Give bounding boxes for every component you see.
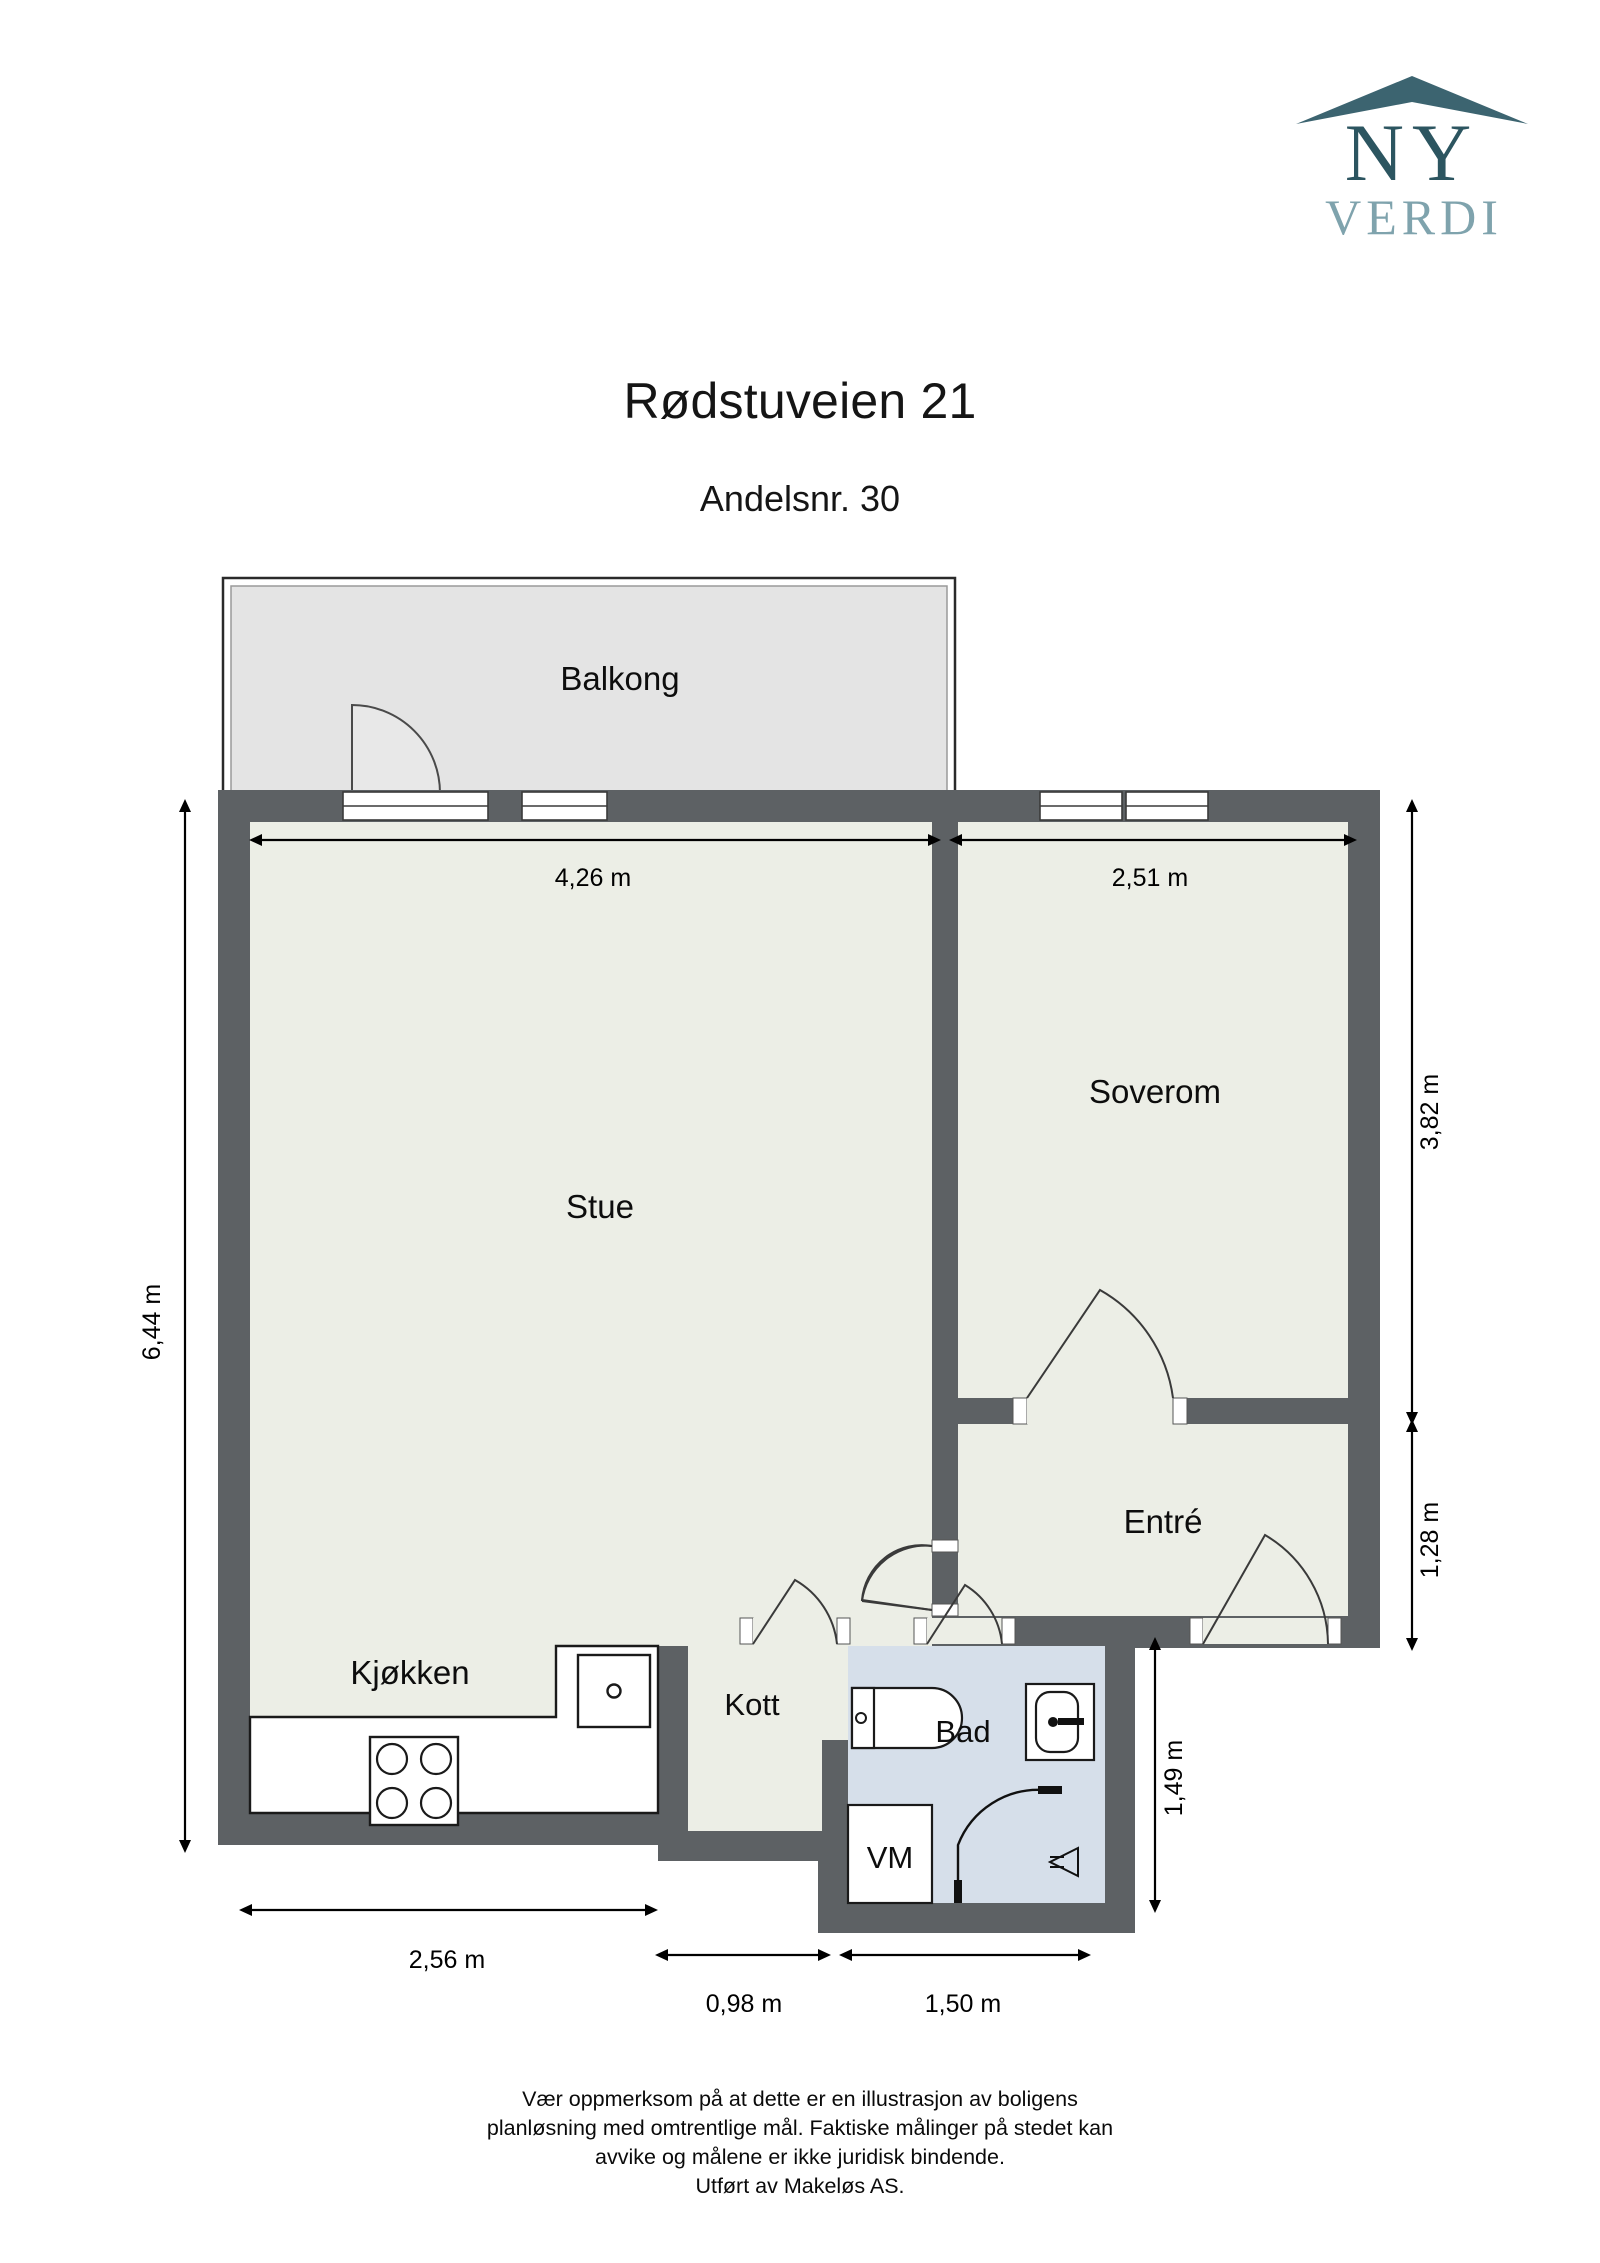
room-label-kjokken: Kjøkken (350, 1654, 469, 1691)
door-jamb-soverom (1172, 1397, 1188, 1425)
dim-label-total-height: 6,44 m (138, 1284, 166, 1360)
dim-label-soverom-width: 2,51 m (1112, 864, 1188, 892)
dim-label-kott-width: 0,98 m (706, 1990, 782, 2018)
page-title: Rødstuveien 21 (623, 373, 977, 429)
door-swing-soverom (1026, 1288, 1174, 1399)
door-opening-bad-l (913, 1617, 928, 1645)
disclaimer-line-3: avvike og målene er ikke juridisk binden… (595, 2145, 1005, 2169)
wash-basin (1024, 1682, 1096, 1762)
room-label-vm: VM (867, 1840, 914, 1875)
room-stue-fill (250, 822, 932, 1813)
window-stue-2 (521, 791, 608, 821)
room-soverom-fill (958, 822, 1348, 1398)
bathroom-fixtures (846, 1682, 1096, 1905)
disclaimer-footer: Vær oppmerksom på at dette er en illustr… (0, 2085, 1600, 2201)
room-entre-fill (958, 1424, 1348, 1616)
logo-graphic: NY VERDI (1296, 76, 1528, 245)
door-opening-entry-r (1327, 1617, 1342, 1645)
room-label-balkong: Balkong (560, 660, 679, 697)
ny-verdi-logo: NY VERDI (1292, 62, 1532, 262)
page-subtitle: Andelsnr. 30 (699, 478, 901, 519)
bathroom-door-swing (954, 1786, 1062, 1903)
doors (739, 1288, 1342, 1645)
window-soverom-2 (1125, 791, 1209, 821)
door-opening-bad-r (1001, 1617, 1016, 1645)
kitchen-fixtures (248, 1644, 660, 1827)
room-balkong (221, 576, 957, 795)
room-label-entre: Entré (1124, 1503, 1203, 1540)
door-swing-entry (1202, 1533, 1329, 1645)
logo-line1: NY (1345, 107, 1479, 198)
door-opening-entry-l (1189, 1617, 1204, 1645)
door-swing-kott (752, 1578, 838, 1645)
toilet (850, 1686, 964, 1750)
disclaimer-line-4: Utført av Makeløs AS. (695, 2174, 905, 2198)
door-opening-kott-l (739, 1617, 754, 1645)
dimension-lines (179, 799, 1418, 1961)
door-opening-soverom (1012, 1397, 1028, 1425)
dim-label-stue-width: 4,26 m (555, 864, 631, 892)
logo-line2: VERDI (1325, 189, 1503, 245)
roof-icon (1296, 76, 1528, 124)
door-opening-stue-entre-bot (931, 1603, 959, 1617)
window-soverom-1 (1039, 791, 1123, 821)
room-label-kott: Kott (724, 1687, 780, 1722)
room-label-bad: Bad (935, 1714, 990, 1749)
stove-4-burner (368, 1735, 460, 1827)
door-opening-kott-r (836, 1617, 851, 1645)
disclaimer-line-2: planløsning med omtrentlige mål. Faktisk… (486, 2116, 1114, 2140)
room-labels: Balkong Stue Soverom Entré Kjøkken Kott … (350, 660, 1221, 1875)
door-swing-bad-upper (926, 1583, 1003, 1645)
dim-label-entre-depth: 1,28 m (1416, 1502, 1444, 1578)
window-stue-1 (342, 791, 489, 821)
dim-label-kjokken-width: 2,56 m (409, 1946, 485, 1974)
dim-label-bad-depth: 1,49 m (1160, 1740, 1188, 1816)
room-label-soverom: Soverom (1089, 1073, 1221, 1110)
door-opening-stue-entre-top (931, 1539, 959, 1553)
kitchen-counter (248, 1644, 660, 1815)
floor-drain-arrow (1047, 1846, 1079, 1878)
dim-label-soverom-depth: 3,82 m (1416, 1074, 1444, 1150)
room-fills (250, 822, 1348, 1903)
windows (342, 791, 1209, 821)
washing-machine (846, 1803, 934, 1905)
dim-label-bad-width: 1,50 m (925, 1990, 1001, 2018)
disclaimer-line-1: Vær oppmerksom på at dette er en illustr… (522, 2087, 1078, 2111)
room-label-stue: Stue (566, 1188, 634, 1225)
dimension-labels: 4,26 m 2,51 m 6,44 m 3,82 m 1,28 m 1,49 … (138, 864, 1444, 2018)
kitchen-sink (576, 1653, 652, 1729)
